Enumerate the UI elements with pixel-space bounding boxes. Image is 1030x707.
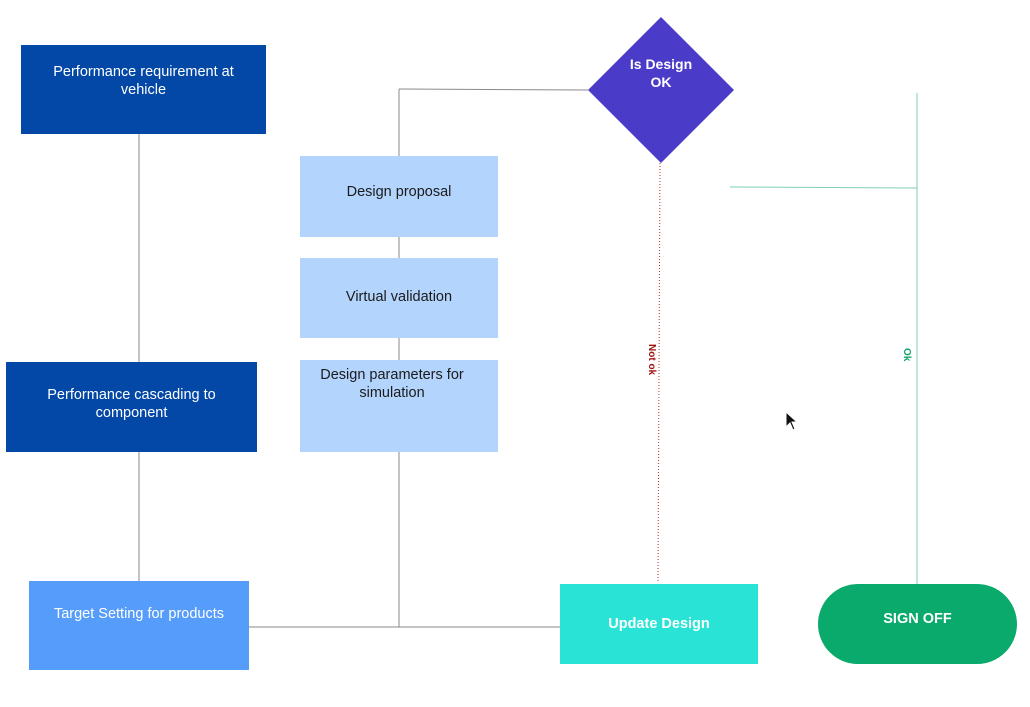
node-update-design[interactable]: Update Design bbox=[560, 584, 758, 664]
edge-label-not-ok: Not ok bbox=[646, 344, 657, 376]
connector-ok-horizontal bbox=[729, 186, 918, 189]
node-performance-requirement[interactable]: Performance requirement at vehicle bbox=[21, 45, 266, 134]
node-target-setting[interactable]: Target Setting for products bbox=[29, 581, 249, 670]
node-performance-cascading-label: Performance cascading to component bbox=[47, 387, 216, 421]
node-update-design-label: Update Design bbox=[608, 616, 710, 632]
mouse-pointer-icon bbox=[785, 411, 799, 431]
decision-label: Is Design OK bbox=[629, 56, 693, 90]
node-design-parameters-label: Design parameters for simulation bbox=[320, 367, 464, 401]
decision-diamond[interactable] bbox=[588, 17, 734, 163]
node-design-proposal[interactable]: Design proposal bbox=[300, 156, 498, 237]
node-design-proposal-label: Design proposal bbox=[346, 184, 452, 200]
node-performance-cascading[interactable]: Performance cascading to component bbox=[6, 362, 257, 452]
connector-not-ok bbox=[657, 162, 661, 582]
node-target-setting-label: Target Setting for products bbox=[53, 606, 225, 622]
node-design-parameters[interactable]: Design parameters for simulation bbox=[300, 360, 498, 452]
connector-to-decision bbox=[398, 88, 589, 91]
node-sign-off-label: SIGN OFF bbox=[883, 611, 952, 627]
edge-label-ok: Ok bbox=[901, 348, 912, 362]
node-sign-off[interactable]: SIGN OFF bbox=[818, 584, 1017, 664]
node-performance-requirement-label: Performance requirement at vehicle bbox=[53, 64, 234, 98]
node-virtual-validation-label: Virtual validation bbox=[345, 289, 453, 305]
node-virtual-validation[interactable]: Virtual validation bbox=[300, 258, 498, 338]
